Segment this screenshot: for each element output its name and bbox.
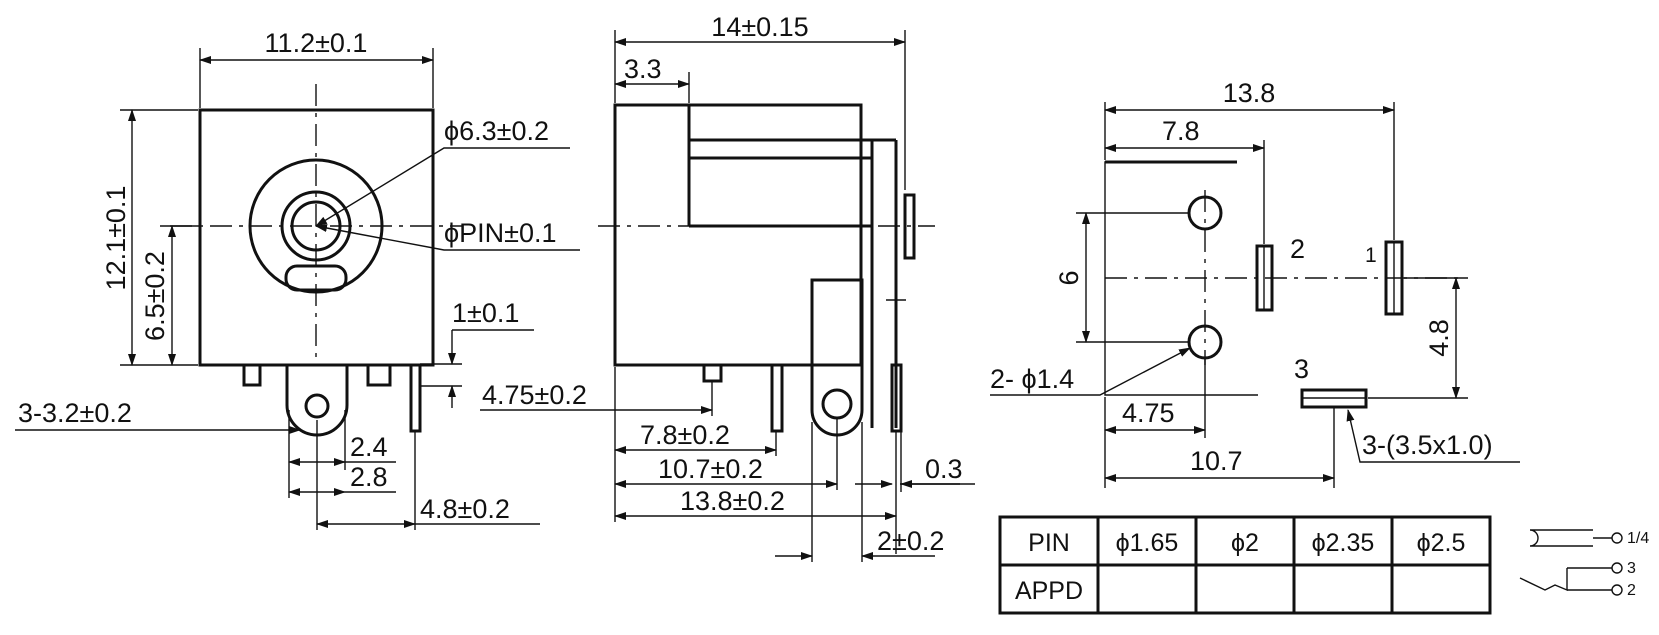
dim-front-2-4: 2.4: [350, 432, 388, 462]
pcb-pin-1-label: 1: [1365, 244, 1377, 267]
table-header-2-5: ϕ2.5: [1417, 529, 1466, 557]
table-header-pin: PIN: [1028, 529, 1070, 557]
dim-pcb-4-8: 4.8: [1424, 319, 1454, 357]
front-view: 11.2±0.1 12.1±0.1 6.5±0.2 ϕ6.3±0.2 ϕPIN±…: [15, 28, 580, 530]
dim-front-2-8: 2.8: [350, 462, 388, 492]
dim-front-center-height: 6.5±0.2: [140, 251, 170, 341]
dim-front-width: 11.2±0.1: [265, 28, 368, 58]
schematic-terminal-bottom: [1611, 584, 1623, 596]
pin-table: PIN ϕ1.65 ϕ2 ϕ2.35 ϕ2.5 APPD: [998, 515, 1492, 615]
table-header-2: ϕ2: [1231, 529, 1259, 557]
side-lug-hole: [821, 388, 853, 420]
pcb-layout: 2 1 3 13.8 7.8 6 4.8 2- ϕ1.4 4.75 10.: [990, 78, 1520, 488]
pcb-pin-2-label: 2: [1290, 234, 1305, 264]
dim-side-7-8: 7.8±0.2: [640, 420, 730, 450]
pcb-hole-top: [1187, 195, 1223, 231]
front-tab-left: [242, 363, 262, 387]
dim-pcb-13-8: 13.8: [1223, 78, 1276, 108]
dim-pcb-7-8: 7.8: [1162, 116, 1200, 146]
table-header-1-65: ϕ1.65: [1116, 529, 1179, 557]
schematic-label-mid: 3: [1627, 560, 1636, 577]
dim-side-2: 2±0.2: [877, 526, 944, 556]
front-pin-long: [409, 363, 422, 433]
dim-side-13-8: 13.8±0.2: [680, 486, 785, 516]
dim-front-pin-offset: 1±0.1: [452, 298, 519, 328]
schematic-legend: 1/4 3 2: [1519, 529, 1649, 599]
schematic-label-bottom: 2: [1627, 582, 1636, 599]
front-tab-right: [366, 363, 392, 387]
dim-side-10-7: 10.7±0.2: [658, 454, 763, 484]
dim-side-4-75: 4.75±0.2: [482, 380, 587, 410]
dim-front-height: 12.1±0.1: [101, 186, 131, 291]
schematic-terminal-mid: [1611, 562, 1623, 574]
dim-front-bore: ϕ6.3±0.2: [444, 116, 549, 146]
dim-pcb-4-75: 4.75: [1122, 398, 1175, 428]
dim-front-4-8: 4.8±0.2: [420, 494, 510, 524]
dim-side-3-3: 3.3: [624, 54, 662, 84]
side-pin-b: [890, 363, 903, 433]
side-lug: [810, 278, 864, 437]
side-nub: [903, 193, 916, 260]
schematic-switch: [1519, 568, 1568, 592]
side-pin-a: [770, 363, 784, 433]
dim-front-pin: ϕPIN±0.1: [444, 218, 556, 248]
dim-pcb-holes: 2- ϕ1.4: [990, 364, 1074, 394]
schematic-pin-symbol: [1529, 529, 1593, 547]
side-body-outline: [613, 103, 863, 367]
dim-pcb-slots: 3-(3.5x1.0): [1362, 430, 1493, 460]
dim-pcb-10-7: 10.7: [1190, 446, 1243, 476]
front-lug-hole: [304, 393, 330, 419]
schematic-terminal-top: [1611, 532, 1623, 544]
schematic-label-top: 1/4: [1627, 530, 1649, 547]
side-view: 14±0.15 3.3 4.75±0.2 7.8±0.2 10.7±0.2 13…: [480, 12, 975, 562]
side-tab: [702, 363, 723, 383]
dim-side-length: 14±0.15: [711, 12, 808, 42]
pcb-pin-3-label: 3: [1294, 354, 1309, 384]
table-row-appd: APPD: [1015, 577, 1083, 605]
dim-front-hole: 3-3.2±0.2: [18, 398, 132, 428]
front-body-outline: [198, 108, 435, 367]
dim-pcb-6: 6: [1054, 270, 1084, 285]
table-header-2-35: ϕ2.35: [1312, 529, 1375, 557]
dim-side-0-3: 0.3: [925, 454, 963, 484]
